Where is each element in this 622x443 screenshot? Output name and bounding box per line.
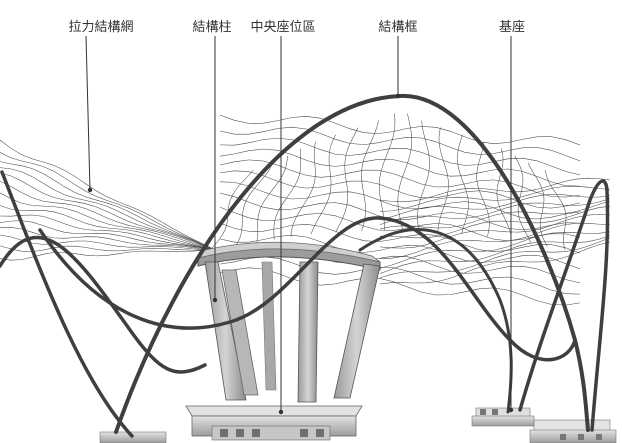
base-block-left	[99, 431, 167, 443]
net-cable	[379, 185, 611, 212]
arch-left-lower	[0, 170, 134, 438]
net-cable	[379, 235, 611, 274]
seating-platform-foot	[211, 425, 331, 441]
net-cable	[219, 181, 581, 220]
net-cable	[290, 141, 316, 237]
net-cable	[273, 148, 302, 240]
net-cable	[219, 192, 581, 231]
net-cable	[219, 206, 581, 242]
net-cable	[378, 113, 396, 231]
pavilion-column-left	[221, 269, 259, 396]
net-cable	[0, 227, 216, 251]
net-cable	[379, 194, 611, 220]
label-base: 基座	[498, 20, 526, 35]
net-cable	[219, 256, 581, 295]
net-cable	[0, 234, 216, 251]
net-cable	[379, 198, 611, 225]
net-cable	[0, 220, 216, 251]
arch-main	[114, 93, 590, 434]
net-cable	[379, 214, 611, 249]
net-cable	[219, 148, 581, 187]
net-cable	[0, 205, 216, 251]
net-cable	[361, 120, 379, 231]
net-cable	[219, 114, 581, 146]
net-cable	[235, 162, 273, 247]
net-cable	[476, 141, 490, 237]
net-cable	[219, 267, 581, 306]
net-cable	[219, 222, 581, 254]
net-cable	[219, 234, 581, 270]
net-cable	[527, 162, 548, 247]
net-cable	[0, 180, 216, 251]
pavilion-roof-top	[196, 241, 381, 263]
pavilion-column-right	[333, 263, 381, 399]
leader-dots	[87, 93, 514, 415]
net-cable	[545, 169, 567, 251]
net-cable	[219, 159, 581, 198]
net-cable	[335, 127, 359, 233]
leader-tension-net	[85, 35, 91, 191]
arch-left-outer	[0, 235, 207, 374]
net-cable	[0, 172, 216, 251]
seating-platform-slots	[220, 429, 324, 437]
net-cable	[496, 148, 512, 240]
net-cable	[379, 200, 611, 230]
net-cable	[219, 137, 581, 176]
seating-platform-top	[185, 405, 363, 417]
net-cable	[0, 214, 216, 251]
net-cable	[379, 223, 611, 259]
net-cable	[379, 231, 611, 269]
label-central-seating: 中央座位區	[250, 20, 316, 35]
base-block-right-1	[471, 407, 535, 427]
net-cable	[256, 155, 288, 243]
pavilion-column-center	[297, 261, 319, 403]
label-structural-column: 結構柱	[192, 20, 232, 35]
net-cable	[0, 161, 216, 251]
net-cable	[0, 192, 216, 251]
central-seating-pavilion	[185, 241, 381, 441]
net-cable	[457, 134, 469, 235]
base-block-right-2	[529, 419, 617, 443]
label-tension-net: 拉力結構網	[68, 20, 134, 35]
net-cable	[0, 152, 216, 251]
net-cable	[0, 167, 216, 251]
net-cable	[310, 134, 336, 235]
net-cable	[0, 139, 216, 251]
net-cable	[397, 113, 412, 231]
net-cable	[437, 127, 449, 233]
net-cable	[417, 120, 430, 231]
net-cable	[0, 245, 216, 252]
net-cable	[379, 205, 611, 239]
label-structural-frame: 結構框	[378, 20, 418, 35]
arch-right	[518, 179, 610, 432]
leader-lines	[85, 35, 512, 412]
net-cable	[379, 177, 611, 203]
net-cable	[219, 126, 581, 162]
arch-center-left	[38, 216, 577, 362]
pavilion-column-back	[261, 261, 277, 391]
